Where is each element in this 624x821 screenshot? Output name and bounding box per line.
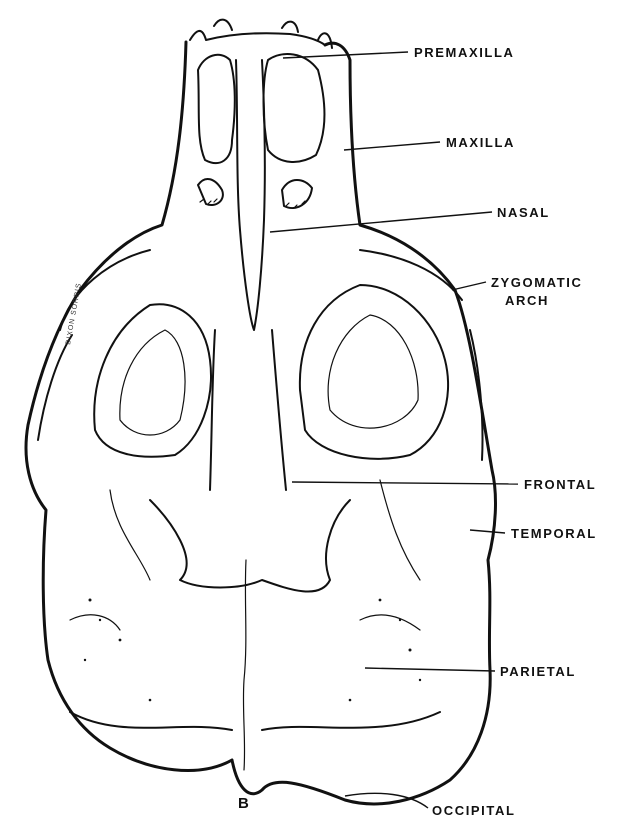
leader-parietal bbox=[365, 668, 495, 671]
leader-nasal bbox=[270, 212, 492, 232]
frontal-suture bbox=[150, 330, 350, 592]
parietal-stipple bbox=[84, 599, 421, 702]
panel-label: B bbox=[238, 795, 249, 812]
skull-outline bbox=[26, 42, 495, 804]
premaxilla-bones bbox=[198, 54, 325, 163]
leader-lines bbox=[270, 52, 518, 808]
skull-drawing: DIXON SORRIS bbox=[26, 20, 495, 804]
right-zygomatic-arch bbox=[360, 250, 483, 460]
maxillary-teeth bbox=[198, 179, 312, 208]
leader-temporal bbox=[470, 530, 505, 533]
left-orbit bbox=[94, 304, 211, 456]
label-occipital: OCCIPITAL bbox=[432, 803, 516, 818]
occipital-crest bbox=[70, 712, 440, 730]
anatomy-labels: PREMAXILLA MAXILLA NASAL ZYGOMATIC ARCH … bbox=[414, 45, 597, 818]
left-orbit-inner bbox=[120, 330, 185, 435]
label-frontal: FRONTAL bbox=[524, 477, 596, 492]
right-orbit bbox=[300, 285, 448, 459]
nasal-bone bbox=[236, 60, 265, 330]
label-zygomatic: ZYGOMATIC bbox=[491, 275, 582, 290]
sagittal-suture bbox=[243, 560, 246, 770]
label-temporal: TEMPORAL bbox=[511, 526, 597, 541]
label-premaxilla: PREMAXILLA bbox=[414, 45, 515, 60]
label-maxilla: MAXILLA bbox=[446, 135, 515, 150]
label-nasal: NASAL bbox=[497, 205, 550, 220]
right-orbit-inner bbox=[328, 315, 418, 428]
label-parietal: PARIETAL bbox=[500, 664, 576, 679]
leader-frontal bbox=[292, 482, 518, 484]
leader-zygomatic bbox=[452, 282, 486, 290]
label-arch: ARCH bbox=[505, 293, 549, 308]
leader-maxilla bbox=[344, 142, 440, 150]
incisor-tips bbox=[190, 20, 332, 48]
